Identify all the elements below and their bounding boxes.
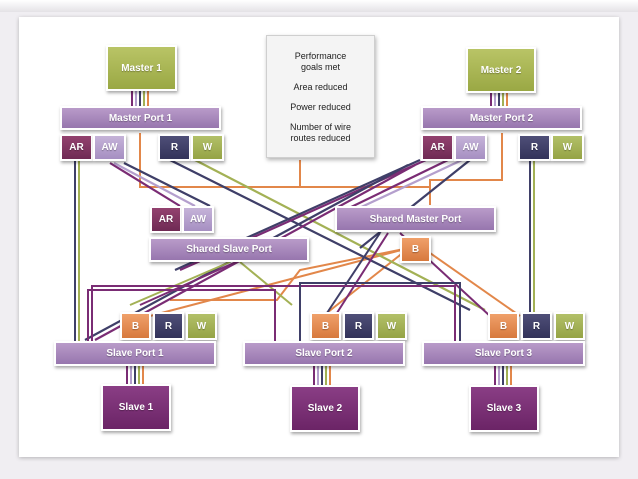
slave-port-3-r-channel: R bbox=[521, 312, 552, 340]
shared-master-b-channel: B bbox=[400, 236, 431, 263]
master-port-1-ar-channel: AR bbox=[60, 134, 93, 161]
master-port-2-aw-channel: AW bbox=[454, 134, 487, 161]
slave-port-1-r-channel: R bbox=[153, 312, 184, 340]
master-port-2-w-channel: W bbox=[551, 134, 584, 161]
master1-bundle bbox=[131, 90, 149, 107]
note-area: Area reduced bbox=[293, 82, 348, 92]
slave-port-1-w-channel: W bbox=[186, 312, 217, 340]
shared-master-port: Shared Master Port bbox=[335, 206, 496, 232]
shared-slave-aw-channel: AW bbox=[182, 206, 214, 233]
master-port-1-r-channel: R bbox=[158, 134, 191, 161]
master-1-block: Master 1 bbox=[106, 45, 177, 91]
slave-port-2-r-channel: R bbox=[343, 312, 374, 340]
slave-3-block: Slave 3 bbox=[469, 385, 539, 432]
slave-port-3-w-channel: W bbox=[554, 312, 585, 340]
slave-port-2: Slave Port 2 bbox=[243, 341, 405, 366]
master-port-1: Master Port 1 bbox=[60, 106, 221, 130]
slave-2-block: Slave 2 bbox=[290, 385, 360, 432]
slave-port-2-w-channel: W bbox=[376, 312, 407, 340]
shared-slave-ar-channel: AR bbox=[150, 206, 182, 233]
master-port-1-w-channel: W bbox=[191, 134, 224, 161]
note-performance: Performance goals met bbox=[294, 51, 347, 72]
slave-port-3-b-channel: B bbox=[488, 312, 519, 340]
master-port-1-aw-channel: AW bbox=[93, 134, 126, 161]
slave-port-3: Slave Port 3 bbox=[422, 341, 585, 366]
note-power: Power reduced bbox=[290, 102, 351, 112]
master-port-2-r-channel: R bbox=[518, 134, 551, 161]
master2-bundle bbox=[490, 92, 508, 107]
master-2-block: Master 2 bbox=[466, 47, 536, 93]
master-port-drops bbox=[74, 160, 535, 343]
benefits-note: Performance goals met Area reduced Power… bbox=[266, 35, 375, 158]
slave-1-block: Slave 1 bbox=[101, 384, 171, 431]
shared-slave-port: Shared Slave Port bbox=[149, 237, 309, 262]
window-top-bar bbox=[0, 0, 638, 12]
master-port-2: Master Port 2 bbox=[421, 106, 582, 130]
slave-port-2-b-channel: B bbox=[310, 312, 341, 340]
slave-bundles bbox=[126, 366, 512, 386]
slave-port-1: Slave Port 1 bbox=[54, 341, 216, 366]
slave-port-1-b-channel: B bbox=[120, 312, 151, 340]
note-wire-routes: Number of wire routes reduced bbox=[289, 122, 352, 143]
master-port-2-ar-channel: AR bbox=[421, 134, 454, 161]
shared-port-fanout bbox=[87, 232, 491, 343]
